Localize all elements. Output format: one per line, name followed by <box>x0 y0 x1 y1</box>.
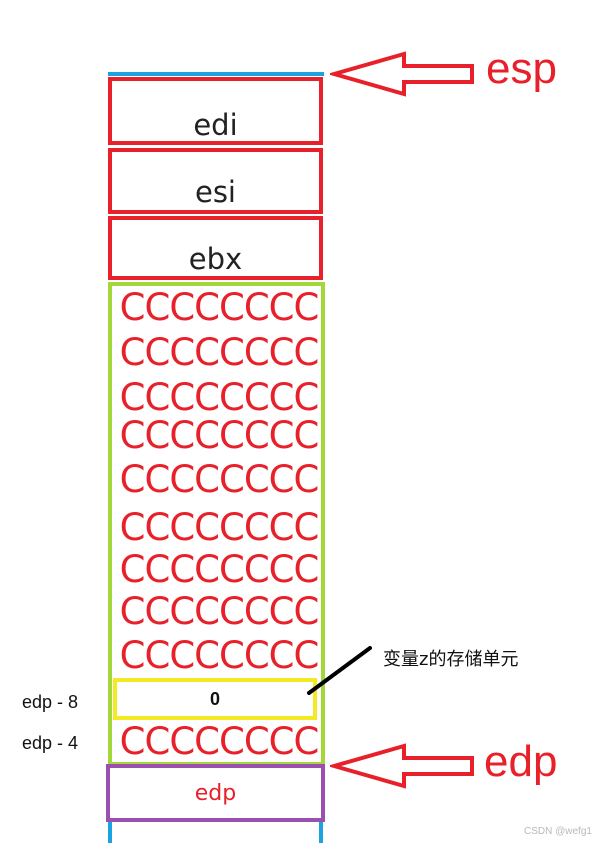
edi-label: edi <box>193 108 238 142</box>
fill-row: CCCCCCCC <box>119 458 320 501</box>
base-cell-label: edp <box>194 780 237 806</box>
fill-row: CCCCCCCC <box>119 634 320 677</box>
esi-cell: esi <box>108 148 323 214</box>
variable-z-cell: 0 <box>113 678 317 720</box>
fill-row: CCCCCCCC <box>119 286 320 329</box>
watermark: CSDN @wefg1 <box>524 826 592 837</box>
fill-region: CCCCCCCC CCCCCCCC CCCCCCCC CCCCCCCC CCCC… <box>108 282 325 766</box>
fill-row-bottom: CCCCCCCC <box>119 720 320 763</box>
variable-z-annotation: 变量z的存储单元 <box>383 649 519 670</box>
esp-arrow-icon <box>330 51 474 97</box>
edi-cell: edi <box>108 77 323 145</box>
fill-row: CCCCCCCC <box>119 414 320 457</box>
esi-label: esi <box>194 175 236 209</box>
esp-pointer-label: esp <box>486 44 557 93</box>
stack-top-edge <box>108 72 324 76</box>
offset-label-minus4: edp - 4 <box>22 733 79 753</box>
edp-arrow-icon <box>330 743 474 789</box>
ebx-label: ebx <box>188 242 243 276</box>
fill-row: CCCCCCCC <box>119 506 320 549</box>
fill-row: CCCCCCCC <box>119 376 320 419</box>
fill-row: CCCCCCCC <box>119 331 320 374</box>
edp-pointer-label: edp <box>484 737 558 786</box>
base-cell: edp <box>106 764 325 822</box>
stack-bottom-edge-right <box>319 822 323 843</box>
ebx-cell: ebx <box>108 216 323 280</box>
offset-label-minus8: edp - 8 <box>22 692 79 712</box>
fill-row: CCCCCCCC <box>119 548 320 591</box>
variable-z-value: 0 <box>209 688 220 709</box>
stack-bottom-edge-left <box>108 822 112 843</box>
fill-row: CCCCCCCC <box>119 590 320 633</box>
